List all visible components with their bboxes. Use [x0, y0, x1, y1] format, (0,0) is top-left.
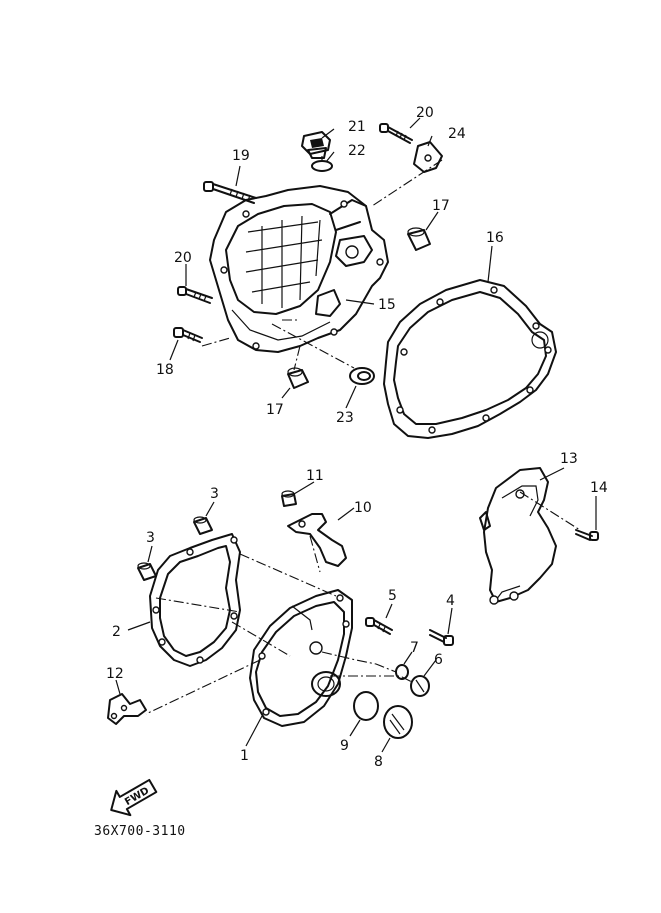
dowel-pin-part-17-lower — [287, 367, 309, 389]
generator-cover-part-1 — [249, 589, 353, 727]
callout-18: 18 — [156, 362, 174, 378]
bolt-part-20-left — [177, 286, 213, 304]
callout-3-left: 3 — [146, 530, 155, 546]
bolt-part-18 — [173, 327, 203, 343]
fwd-arrow-icon: FWD — [110, 778, 158, 817]
callout-7: 7 — [410, 640, 419, 656]
callout-6: 6 — [434, 652, 443, 668]
fwd-label: FWD — [123, 785, 151, 808]
bracket-part-24 — [413, 141, 443, 173]
bracket-part-12 — [107, 693, 147, 725]
callout-17-lower: 17 — [266, 402, 284, 418]
bolt-part-4 — [429, 629, 454, 646]
callout-14: 14 — [590, 480, 608, 496]
diagram-code: 36X700-3110 — [94, 824, 186, 839]
callout-13: 13 — [560, 451, 578, 467]
cap-part-6 — [410, 675, 430, 697]
callout-2: 2 — [112, 624, 121, 640]
oil-filler-plug-part-21 — [301, 131, 331, 159]
sprocket-cover-part-13 — [479, 467, 557, 605]
callout-23: 23 — [336, 410, 354, 426]
bolt-part-19 — [203, 181, 257, 204]
callout-9: 9 — [340, 738, 349, 754]
dowel-part-3-left — [137, 562, 157, 581]
callout-10: 10 — [354, 500, 372, 516]
callout-20-left: 20 — [174, 250, 192, 266]
screw-part-11 — [281, 490, 297, 507]
callout-22: 22 — [348, 143, 366, 159]
callout-1: 1 — [240, 748, 249, 764]
oil-seal-part-23 — [349, 367, 375, 385]
callout-11: 11 — [306, 468, 324, 484]
o-ring-part-22 — [311, 160, 333, 172]
o-ring-part-9 — [353, 691, 379, 721]
callout-4: 4 — [446, 593, 455, 609]
callout-3-upper: 3 — [210, 486, 219, 502]
callout-5: 5 — [388, 588, 397, 604]
bolt-part-5 — [365, 617, 393, 635]
callout-8: 8 — [374, 754, 383, 770]
gasket-part-2 — [149, 533, 241, 667]
crankcase-cover-part-15 — [209, 185, 389, 353]
cover-gasket-part-16 — [383, 279, 557, 439]
callout-20-upper: 20 — [416, 105, 434, 121]
callout-19: 19 — [232, 148, 250, 164]
dowel-pin-part-17-right — [407, 227, 431, 251]
callout-17-right: 17 — [432, 198, 450, 214]
callout-21: 21 — [348, 119, 366, 135]
callout-15: 15 — [378, 297, 396, 313]
bolt-part-20-upper — [379, 123, 413, 144]
callout-12: 12 — [106, 666, 124, 682]
dowel-part-3-upper — [193, 516, 213, 535]
bolt-part-14 — [575, 529, 599, 541]
callout-16: 16 — [486, 230, 504, 246]
plug-part-8 — [383, 705, 413, 739]
bracket-part-10 — [287, 513, 347, 567]
callout-24: 24 — [448, 126, 466, 142]
